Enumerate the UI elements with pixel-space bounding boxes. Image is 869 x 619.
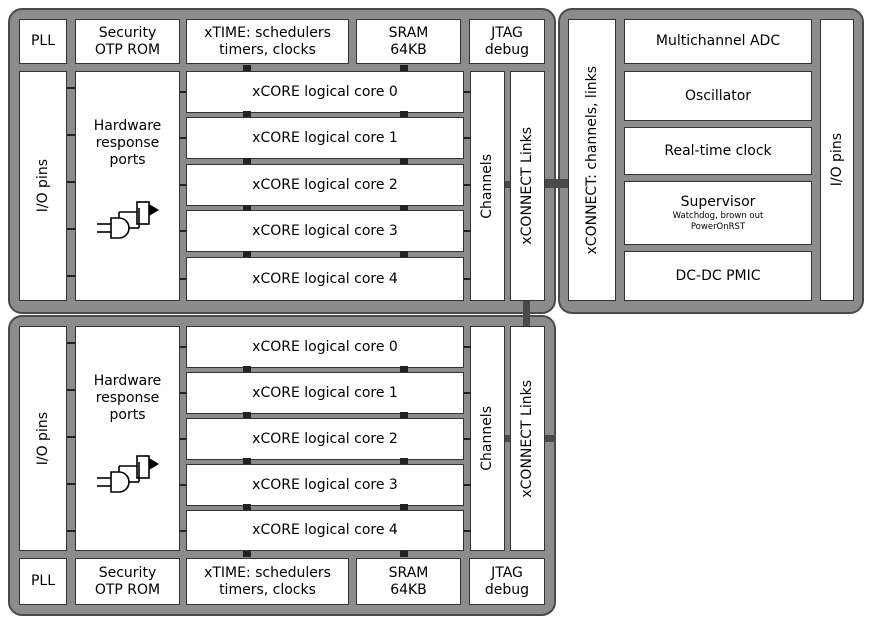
top-core-4: xCORE logical core 4	[186, 257, 464, 301]
bottom-core-1: xCORE logical core 1	[186, 372, 464, 414]
top-links-to-analog-connector	[545, 179, 568, 188]
supervisor-title: Supervisor	[680, 193, 756, 210]
top-core-3: xCORE logical core 3	[186, 210, 464, 252]
top-xconnect-links: xCONNECT Links	[510, 71, 545, 301]
supervisor: Supervisor Watchdog, brown out PowerOnRS…	[624, 181, 812, 245]
top-sram: SRAM 64KB	[356, 19, 461, 64]
bottom-sram: SRAM 64KB	[356, 558, 461, 605]
top-security-otp-rom: Security OTP ROM	[75, 19, 180, 64]
bottom-core-2: xCORE logical core 2	[186, 418, 464, 460]
supervisor-sub1: Watchdog, brown out	[672, 210, 764, 221]
analog-io-pins: I/O pins	[820, 19, 854, 301]
top-jtag: JTAG debug	[469, 19, 545, 64]
bottom-security-otp-rom: Security OTP ROM	[75, 558, 180, 605]
bottom-channels: Channels	[470, 326, 505, 551]
bottom-links-stub-connector	[545, 435, 556, 442]
top-core-0: xCORE logical core 0	[186, 71, 464, 113]
multichannel-adc: Multichannel ADC	[624, 19, 812, 64]
bottom-pll: PLL	[19, 558, 67, 605]
dc-dc-pmic: DC-DC PMIC	[624, 251, 812, 301]
oscillator: Oscillator	[624, 71, 812, 121]
tile-to-tile-connector	[523, 301, 530, 326]
bottom-xtime: xTIME: schedulers timers, clocks	[186, 558, 349, 605]
real-time-clock: Real-time clock	[624, 127, 812, 175]
bottom-io-pins: I/O pins	[19, 326, 67, 551]
bottom-core-4: xCORE logical core 4	[186, 510, 464, 551]
top-channels: Channels	[470, 71, 505, 301]
bottom-xconnect-links: xCONNECT Links	[510, 326, 545, 551]
top-hardware-response-ports: Hardware response ports	[75, 71, 180, 301]
top-io-pins: I/O pins	[19, 71, 67, 301]
bottom-jtag: JTAG debug	[469, 558, 545, 605]
bottom-logic-gate-icon	[97, 455, 159, 493]
top-core-2: xCORE logical core 2	[186, 164, 464, 206]
bottom-hardware-response-ports: Hardware response ports	[75, 326, 180, 551]
analog-xconnect: xCONNECT: channels, links	[568, 19, 616, 301]
bottom-core-0: xCORE logical core 0	[186, 326, 464, 368]
bottom-channels-links-connector	[505, 435, 510, 442]
top-channels-links-connector	[505, 181, 510, 188]
top-core-1: xCORE logical core 1	[186, 117, 464, 159]
top-xtime: xTIME: schedulers timers, clocks	[186, 19, 349, 64]
bottom-core-3: xCORE logical core 3	[186, 464, 464, 506]
top-logic-gate-icon	[97, 201, 159, 239]
supervisor-sub2: PowerOnRST	[690, 221, 746, 232]
top-pll: PLL	[19, 19, 67, 64]
